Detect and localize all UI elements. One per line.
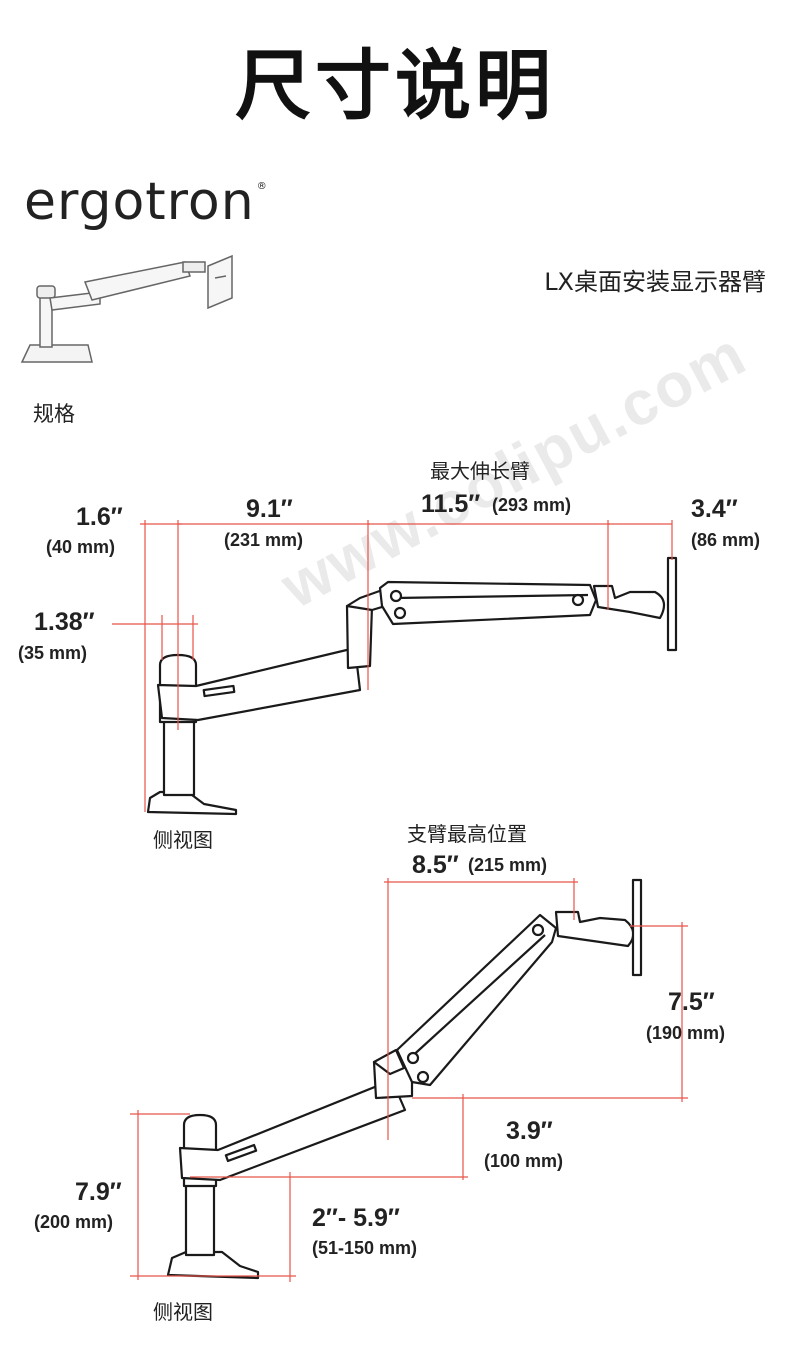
- side-view-1-caption: 侧视图: [153, 828, 213, 852]
- sv2-dim-3-metric: (100 mm): [484, 1151, 564, 1171]
- sv1-dim-5-metric: (35 mm): [18, 643, 88, 663]
- thumbnail-arm-icon: [20, 254, 233, 363]
- sv2-dim-4-value: 7.9″: [75, 1178, 122, 1206]
- sv1-dim-2-value: 9.1″: [246, 495, 293, 523]
- side-view-2-dimension-lines: [130, 878, 688, 1282]
- sv2-dim-4-metric: (200 mm): [34, 1212, 114, 1232]
- thumbnail-caption: 规格: [33, 402, 75, 426]
- sv1-dim-4-metric: (86 mm): [691, 530, 761, 550]
- sv2-dim-1-value: 8.5″: [412, 851, 459, 879]
- max-height-label: 支臂最高位置: [407, 822, 527, 846]
- sv1-dim-2-metric: (231 mm): [224, 530, 304, 550]
- side-view-2-caption: 侧视图: [153, 1300, 213, 1324]
- sv1-dim-1-metric: (40 mm): [46, 537, 116, 557]
- sv1-dim-3-value: 11.5″: [421, 490, 481, 518]
- sv1-dim-5-value: 1.38″: [34, 608, 95, 636]
- side-view-1-arm-icon: [146, 556, 678, 816]
- logo-text: ergotron: [24, 172, 255, 232]
- sv2-dim-2-value: 7.5″: [668, 988, 715, 1016]
- sv2-dim-2-metric: (190 mm): [646, 1023, 726, 1043]
- side-view-1-dimension-lines: [112, 520, 673, 812]
- page-title: 尺寸说明: [235, 41, 555, 130]
- sv2-dim-5-metric: (51-150 mm): [312, 1238, 418, 1258]
- sv1-dim-1-value: 1.6″: [76, 503, 123, 531]
- sv1-dim-4-value: 3.4″: [691, 495, 738, 523]
- sv2-dim-1-metric: (215 mm): [468, 855, 548, 875]
- registered-mark: ®: [256, 181, 268, 192]
- sv2-dim-5-value: 2″- 5.9″: [312, 1204, 400, 1232]
- max-extension-label: 最大伸长臂: [430, 459, 530, 483]
- product-name: LX桌面安装显示器臂: [544, 268, 766, 296]
- side-view-2-arm-icon: [166, 878, 643, 1280]
- sv1-dim-3-metric: (293 mm): [492, 495, 572, 515]
- ergotron-logo: ergotron®: [24, 176, 268, 228]
- sv2-dim-3-value: 3.9″: [506, 1117, 553, 1145]
